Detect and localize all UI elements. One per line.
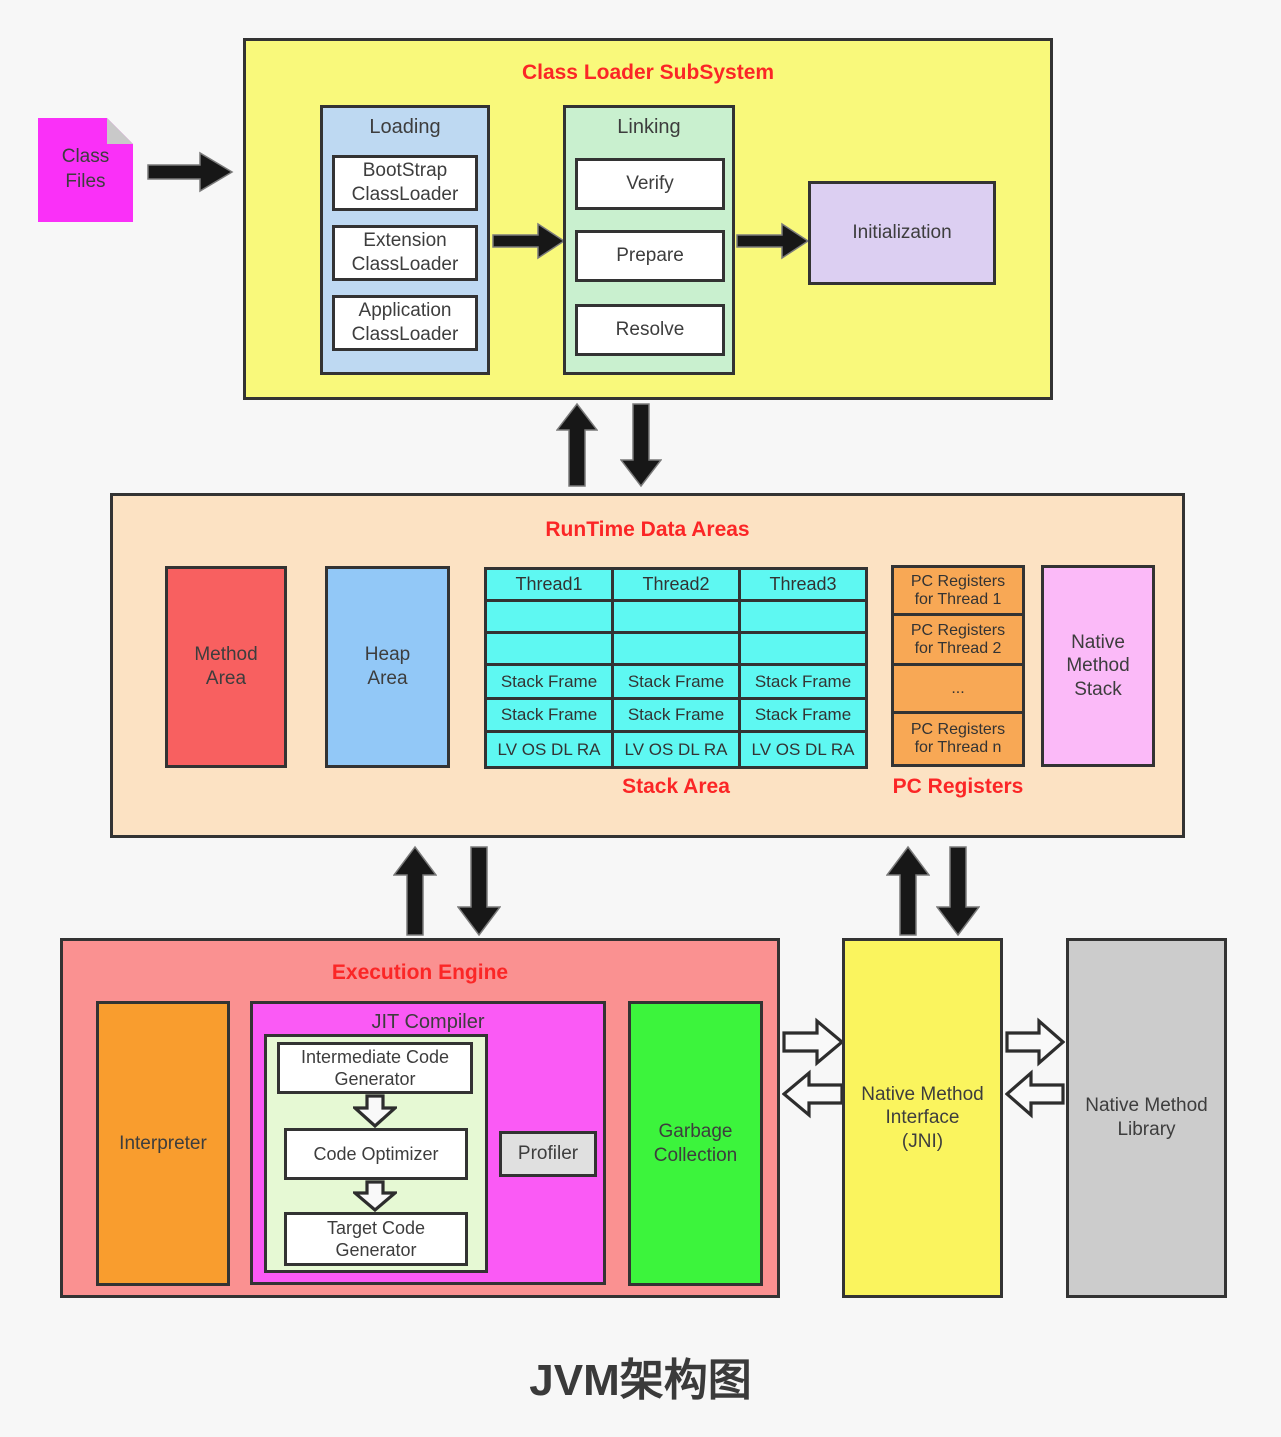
class-loader-subsystem-panel: Class Loader SubSystem Loading BootStrap… — [243, 38, 1053, 400]
document-fold-icon — [107, 118, 133, 144]
native-method-interface-node: Native Method Interface (JNI) — [842, 938, 1003, 1298]
pc-registers-table: PC Registers for Thread 1 PC Registers f… — [891, 565, 1025, 767]
prepare-label: Prepare — [616, 245, 684, 267]
intermediate-code-generator-label: Intermediate Code Generator — [300, 1046, 450, 1089]
solid-arrow-right-icon — [492, 222, 566, 260]
stack-area-table: Thread1 Thread2 Thread3 Stack Frame Stac… — [484, 567, 868, 769]
pc-registers-cell: PC Registers for Thread 1 — [894, 568, 1022, 613]
linking-title: Linking — [617, 116, 681, 138]
pc-registers-cell: ... — [894, 666, 1022, 711]
class-files-label: Class Files — [61, 146, 110, 192]
initialization-node: Initialization — [808, 181, 996, 285]
garbage-collection-node: Garbage Collection — [628, 1001, 763, 1286]
jit-pipeline-group: Intermediate Code Generator Code Optimiz… — [264, 1034, 488, 1273]
heap-area-label: Heap Area — [364, 644, 411, 689]
runtime-data-areas-panel: RunTime Data Areas Method Area Heap Area… — [110, 493, 1185, 838]
jit-compiler-group: JIT Compiler Intermediate Code Generator… — [250, 1001, 606, 1285]
stack-table-cell: LV OS DL RA — [487, 733, 611, 766]
verify-label: Verify — [626, 173, 674, 195]
code-optimizer-node: Code Optimizer — [284, 1128, 468, 1180]
heap-area-node: Heap Area — [325, 566, 450, 768]
stack-table-cell: LV OS DL RA — [741, 733, 865, 766]
solid-arrow-right-icon — [147, 151, 234, 193]
jit-compiler-title: JIT Compiler — [371, 1011, 485, 1033]
stack-table-cell: Stack Frame — [614, 700, 738, 730]
solid-arrow-up-icon — [886, 845, 930, 936]
hollow-arrow-right-icon — [1005, 1017, 1065, 1067]
loading-title: Loading — [369, 116, 441, 138]
interpreter-node: Interpreter — [96, 1001, 230, 1286]
extension-classloader-node: Extension ClassLoader — [332, 225, 478, 281]
method-area-node: Method Area — [165, 566, 287, 768]
page-title: JVM架构图 — [529, 1356, 752, 1405]
profiler-node: Profiler — [499, 1131, 597, 1177]
stack-table-cell: Stack Frame — [741, 666, 865, 697]
intermediate-code-generator-node: Intermediate Code Generator — [277, 1042, 473, 1094]
stack-table-cell: Stack Frame — [487, 666, 611, 697]
bootstrap-classloader-node: BootStrap ClassLoader — [332, 155, 478, 211]
stack-table-cell — [487, 602, 611, 631]
garbage-collection-label: Garbage Collection — [653, 1120, 738, 1166]
pc-registers-cell: PC Registers for Thread n — [894, 714, 1022, 764]
stack-table-cell — [741, 602, 865, 631]
extension-classloader-label: Extension ClassLoader — [351, 230, 459, 275]
stack-table-header: Thread3 — [741, 570, 865, 599]
resolve-label: Resolve — [615, 319, 685, 341]
application-classloader-label: Application ClassLoader — [351, 300, 459, 345]
linking-group: Linking Verify Prepare Resolve — [563, 105, 735, 375]
stack-table-cell: Stack Frame — [741, 700, 865, 730]
target-code-generator-label: Target Code Generator — [326, 1217, 426, 1260]
class-loader-subsystem-title: Class Loader SubSystem — [521, 61, 775, 84]
method-area-label: Method Area — [194, 644, 258, 689]
native-method-library-label: Native Method Library — [1085, 1095, 1208, 1140]
solid-arrow-right-icon — [736, 222, 810, 260]
hollow-arrow-left-icon — [782, 1069, 844, 1119]
loading-group: Loading BootStrap ClassLoader Extension … — [320, 105, 490, 375]
hollow-arrow-right-icon — [782, 1017, 844, 1067]
runtime-data-areas-title: RunTime Data Areas — [545, 518, 750, 541]
stack-table-header: Thread1 — [487, 570, 611, 599]
resolve-node: Resolve — [575, 304, 725, 356]
stack-table-cell — [614, 602, 738, 631]
native-method-interface-label: Native Method Interface (JNI) — [861, 1083, 984, 1152]
stack-table-cell — [741, 634, 865, 663]
execution-engine-panel: Execution Engine Interpreter JIT Compile… — [60, 938, 780, 1298]
hollow-arrow-down-icon — [353, 1180, 397, 1212]
stack-table-cell: Stack Frame — [487, 700, 611, 730]
stack-table-cell: LV OS DL RA — [614, 733, 738, 766]
application-classloader-node: Application ClassLoader — [332, 295, 478, 351]
stack-table-header: Thread2 — [614, 570, 738, 599]
target-code-generator-node: Target Code Generator — [284, 1212, 468, 1266]
solid-arrow-down-icon — [457, 846, 501, 937]
solid-arrow-down-icon — [620, 403, 662, 488]
stack-table-cell — [614, 634, 738, 663]
profiler-label: Profiler — [517, 1143, 579, 1165]
solid-arrow-up-icon — [556, 402, 598, 487]
execution-engine-title: Execution Engine — [331, 961, 509, 984]
pc-registers-cell: PC Registers for Thread 2 — [894, 616, 1022, 663]
hollow-arrow-left-icon — [1005, 1069, 1065, 1119]
stack-area-label: Stack Area — [622, 775, 730, 798]
stack-table-cell: Stack Frame — [614, 666, 738, 697]
code-optimizer-label: Code Optimizer — [313, 1143, 439, 1164]
solid-arrow-up-icon — [393, 845, 437, 936]
stack-table-cell — [487, 634, 611, 663]
solid-arrow-down-icon — [936, 846, 980, 937]
pc-registers-label: PC Registers — [892, 775, 1024, 798]
interpreter-label: Interpreter — [119, 1132, 207, 1154]
bootstrap-classloader-label: BootStrap ClassLoader — [351, 160, 459, 205]
verify-node: Verify — [575, 158, 725, 210]
prepare-node: Prepare — [575, 230, 725, 282]
native-method-stack-label: Native Method Stack — [1066, 631, 1130, 700]
initialization-label: Initialization — [852, 222, 952, 244]
native-method-library-node: Native Method Library — [1066, 938, 1227, 1298]
native-method-stack-node: Native Method Stack — [1041, 565, 1155, 767]
hollow-arrow-down-icon — [353, 1094, 397, 1128]
